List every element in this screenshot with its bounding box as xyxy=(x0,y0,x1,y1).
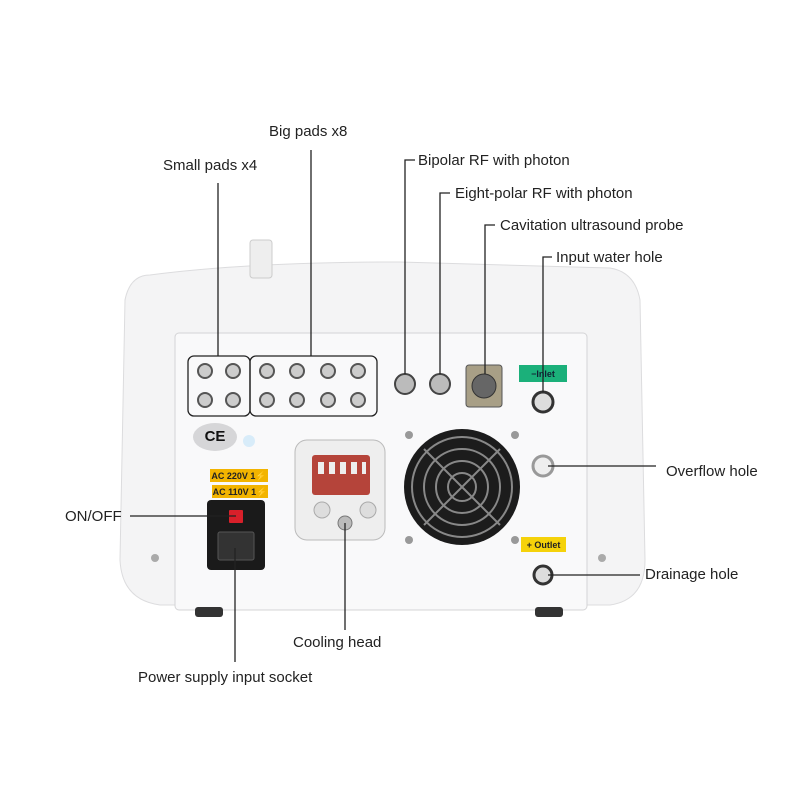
sticker xyxy=(243,435,255,447)
label-small-pads: Small pads x4 xyxy=(163,157,258,174)
bipolar-rf-connector xyxy=(394,373,416,395)
screw-left xyxy=(151,554,159,562)
foot-left xyxy=(195,607,223,617)
screw-right xyxy=(598,554,606,562)
foot-right xyxy=(535,607,563,617)
cooling-head xyxy=(294,439,386,541)
outlet-text: + Outlet xyxy=(526,540,561,550)
label-cavitation-probe: Cavitation ultrasound probe xyxy=(500,217,684,234)
ce-mark: CE xyxy=(204,428,226,445)
small-pad-connectors xyxy=(197,363,241,408)
big-pad-connectors xyxy=(259,363,366,408)
inlet-fitting xyxy=(531,390,555,414)
voltage-220-text: AC 220V 1⚡ xyxy=(211,471,267,481)
label-power-socket: Power supply input socket xyxy=(138,669,313,686)
label-big-pads: Big pads x8 xyxy=(269,123,348,140)
leader-lines xyxy=(130,150,656,662)
big-pads-box xyxy=(249,355,378,417)
ce-badge xyxy=(193,423,237,451)
label-drainage-hole: Drainage hole xyxy=(645,566,739,583)
label-cooling-head: Cooling head xyxy=(293,634,382,651)
fan-grille xyxy=(404,429,520,545)
label-overflow-hole: Overflow hole xyxy=(666,463,758,480)
voltage-tag-220 xyxy=(210,469,268,482)
label-on-off: ON/OFF xyxy=(65,508,122,525)
voltage-110-text: AC 110V 1⚡ xyxy=(212,487,268,497)
water-tank-fitting xyxy=(249,239,273,279)
power-input-socket xyxy=(217,531,255,561)
inlet-text: −Inlet xyxy=(531,369,555,379)
label-input-water-hole: Input water hole xyxy=(556,249,663,266)
label-bipolar-rf: Bipolar RF with photon xyxy=(418,152,570,169)
outlet-tag xyxy=(521,537,566,552)
voltage-tag-110 xyxy=(212,485,268,498)
eight-polar-rf-connector xyxy=(429,373,451,395)
label-eight-polar-rf: Eight-polar RF with photon xyxy=(455,185,633,202)
